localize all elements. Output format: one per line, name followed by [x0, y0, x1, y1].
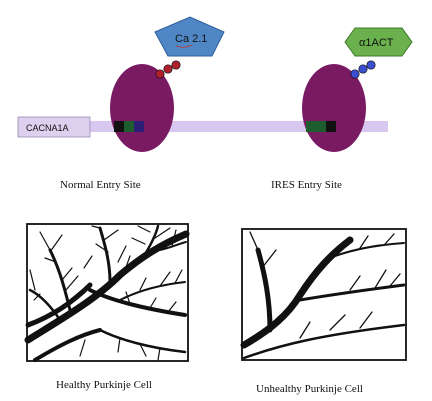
- caption-ires-entry: IRES Entry Site: [271, 179, 342, 191]
- caption-normal-entry: Normal Entry Site: [60, 179, 141, 191]
- caption-unhealthy-cell: Unhealthy Purkinje Cell: [256, 383, 363, 395]
- ribosome-ires: [302, 64, 366, 152]
- mrna-strand: [18, 121, 388, 132]
- gene-label: CACNA1A: [26, 123, 69, 133]
- caption-healthy-cell: Healthy Purkinje Cell: [56, 379, 152, 391]
- peptide-beads-normal: [155, 60, 181, 79]
- purkinje-cell-healthy: [24, 223, 190, 362]
- protein-a1act: α1ACT: [344, 27, 413, 57]
- protein-label-a1act: α1ACT: [359, 37, 394, 49]
- gene-label-box: [17, 116, 91, 138]
- protein-ca21: Ca 2.1: [154, 16, 225, 57]
- peptide-beads-ires: [350, 60, 376, 79]
- protein-label-ca21: Ca 2.1: [175, 33, 207, 45]
- ribosome-normal: [110, 64, 174, 152]
- purkinje-cell-unhealthy: [240, 228, 407, 361]
